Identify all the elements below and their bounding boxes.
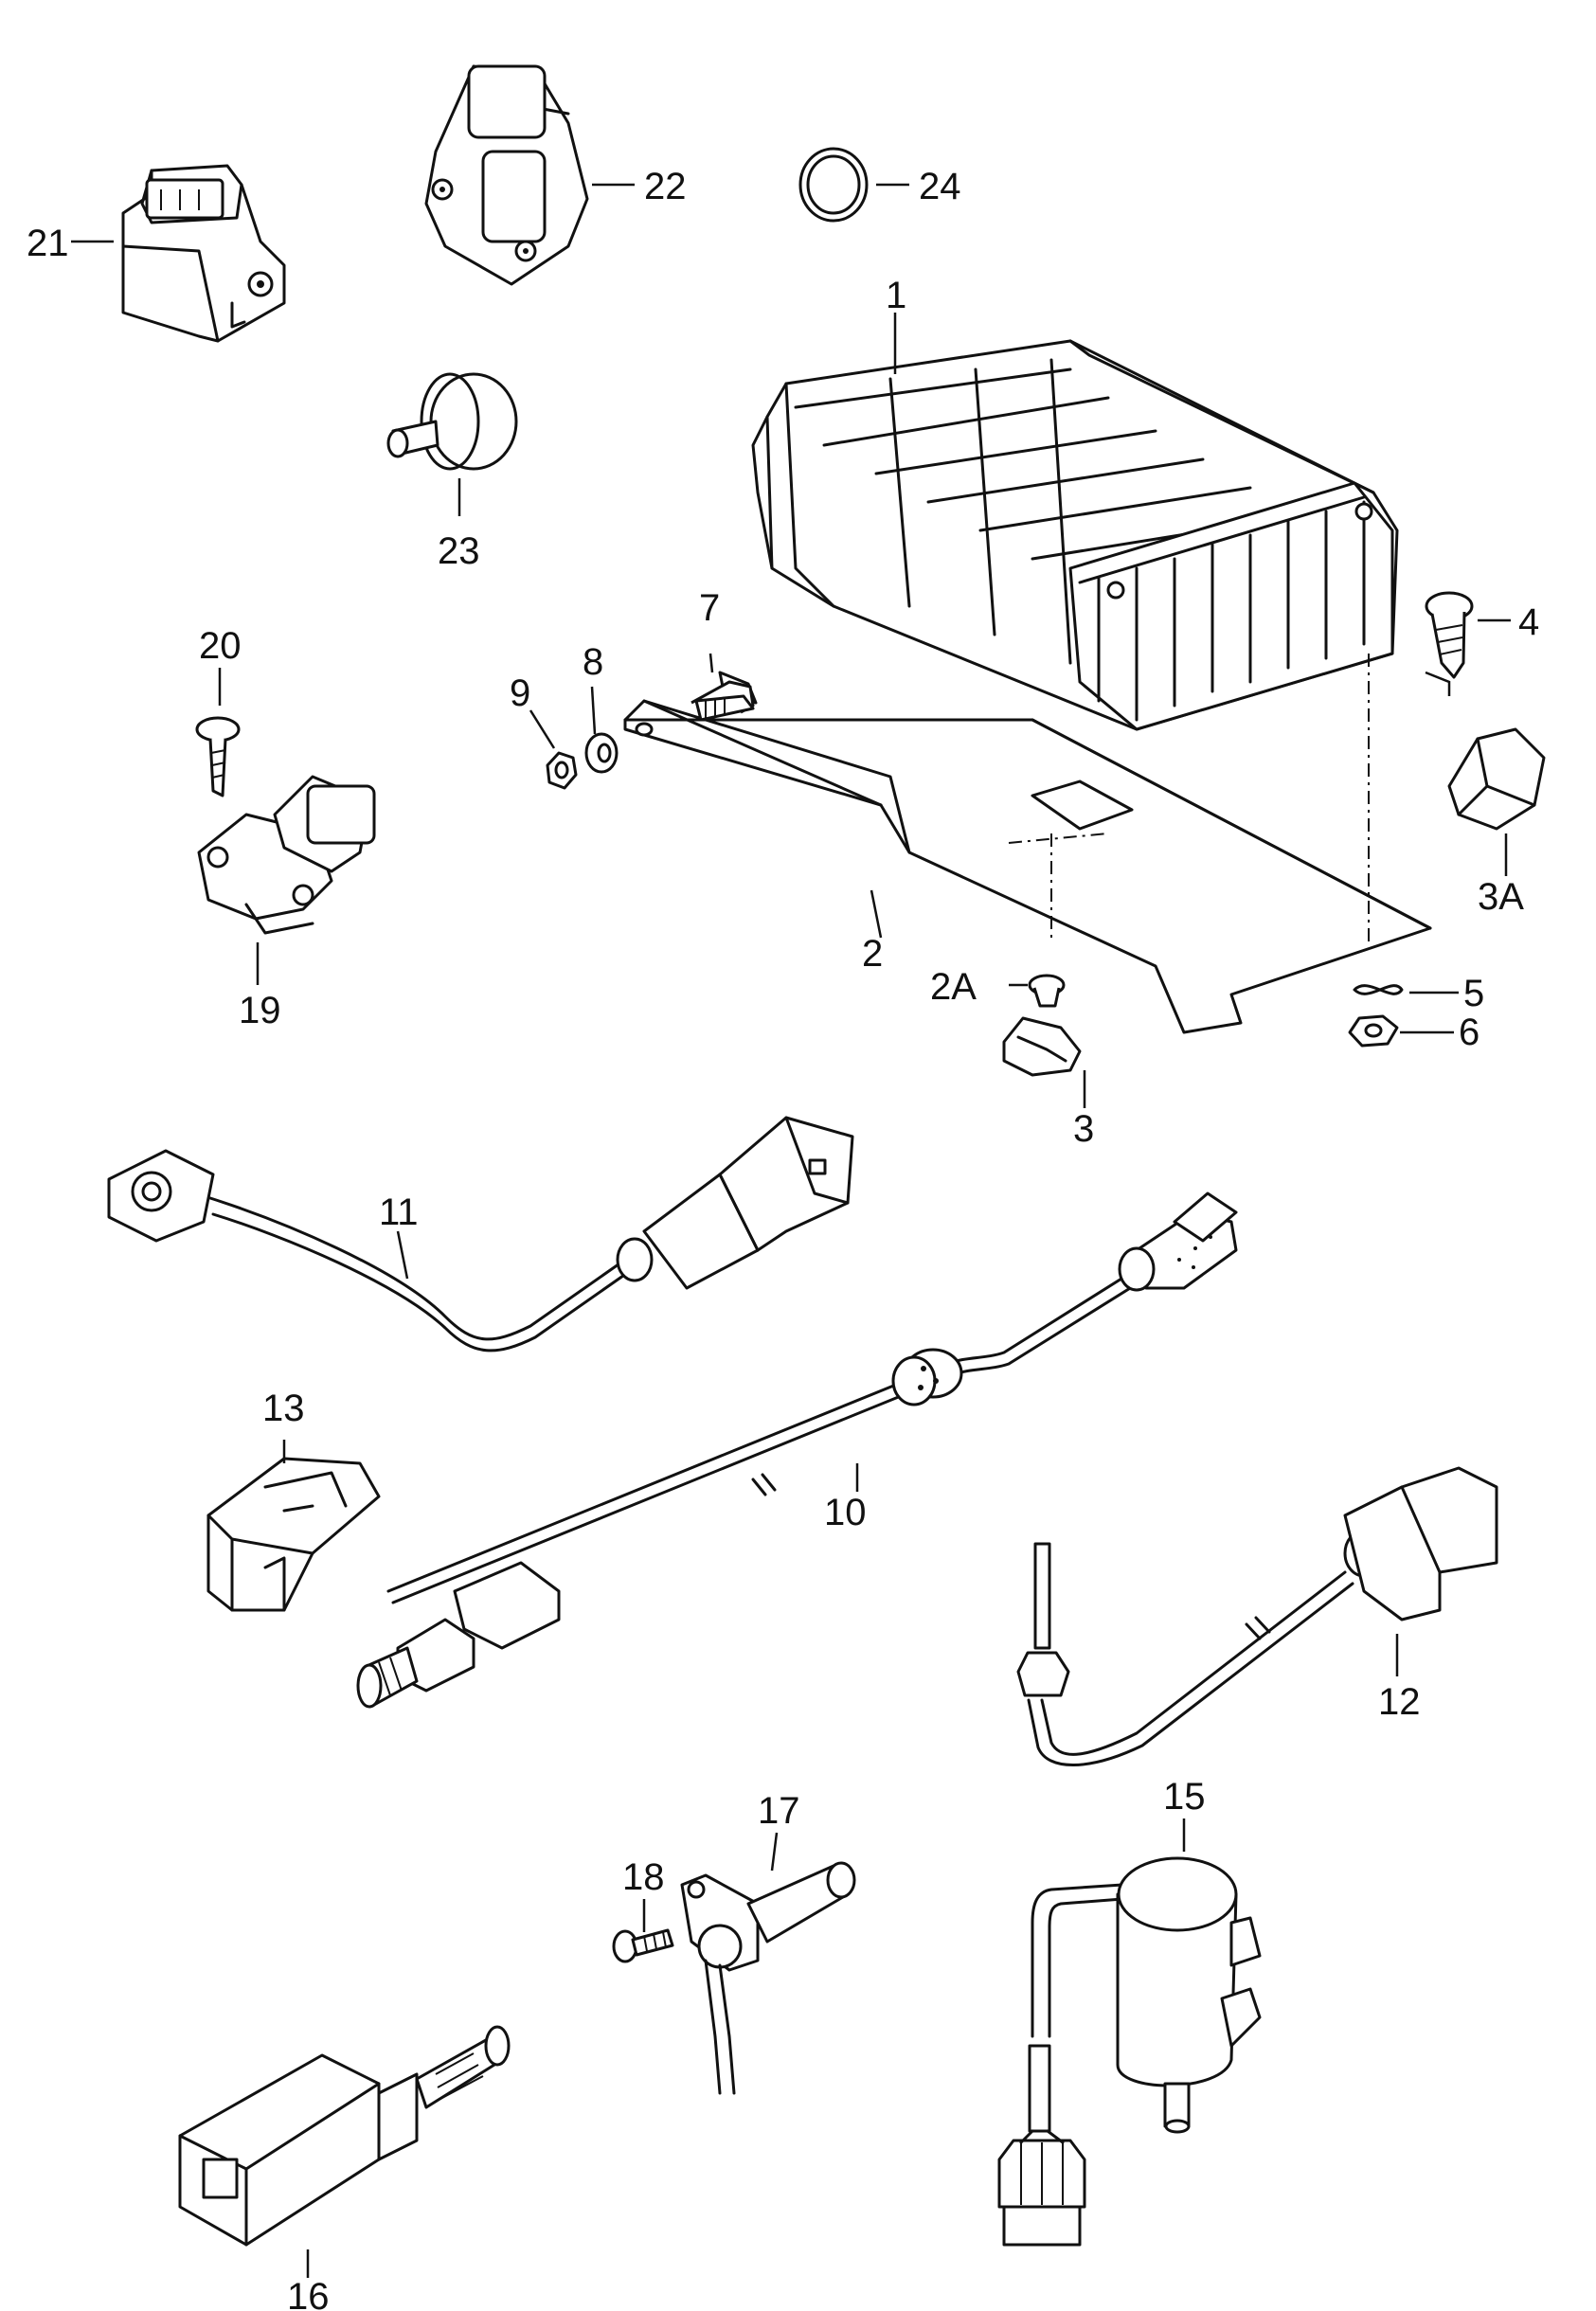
part-23-valve [386,372,518,471]
callout-9: 9 [510,672,530,714]
part-4-screw [1425,591,1474,696]
callout-22: 22 [644,166,687,207]
leader-lines [71,183,1511,2278]
callout-12: 12 [1378,1681,1421,1723]
part-12-temp-sensor [1016,1466,1498,1766]
part-22-sensor [424,64,589,286]
callout-23: 23 [438,530,480,572]
part-2-bracket [623,699,1432,1034]
callout-15: 15 [1163,1776,1206,1818]
part-13-clip [206,1457,381,1612]
part-3-grommet [1002,1016,1082,1077]
callout-7: 7 [699,587,720,629]
part-15-pump [997,1856,1262,2247]
callout-5: 5 [1463,973,1484,1014]
part-9-nut [546,751,578,790]
callout-10: 10 [824,1492,867,1533]
callout-18: 18 [622,1856,665,1898]
part-24-o-ring [798,147,869,223]
part-8-washer [584,732,619,774]
callout-24: 24 [919,166,961,207]
part-18-screw [612,1928,674,1963]
callout-17: 17 [758,1790,800,1832]
part-3a-clip [1447,727,1546,831]
part-5-washer [1353,984,1404,995]
callout-3a: 3A [1478,876,1524,918]
assembly-line-c [1008,833,1109,844]
part-16-switch [178,2025,511,2247]
callout-8: 8 [583,641,603,683]
part-1-control-unit [751,339,1399,731]
part-11-sensor-cable [107,1116,854,1353]
part-21-sensor [121,164,286,343]
callout-11: 11 [379,1191,419,1233]
callout-2a: 2A [930,966,977,1008]
part-7-bolt [690,671,758,722]
callout-4: 4 [1518,601,1539,643]
part-17-speed-sensor [680,1861,856,2095]
part-10-lambda-probe [356,1191,1238,1709]
callout-21: 21 [27,223,69,264]
part-20-screw [195,716,241,797]
callout-13: 13 [262,1388,305,1429]
callout-1: 1 [886,275,906,316]
part-19-sensor [197,775,376,935]
callout-20: 20 [199,625,242,667]
part-2a-stud [1028,974,1066,1008]
part-6-nut [1348,1014,1399,1048]
callout-6: 6 [1459,1012,1479,1053]
callout-16: 16 [287,2276,330,2311]
callout-19: 19 [239,990,281,1031]
callout-3: 3 [1073,1108,1094,1150]
callout-2: 2 [862,933,883,975]
